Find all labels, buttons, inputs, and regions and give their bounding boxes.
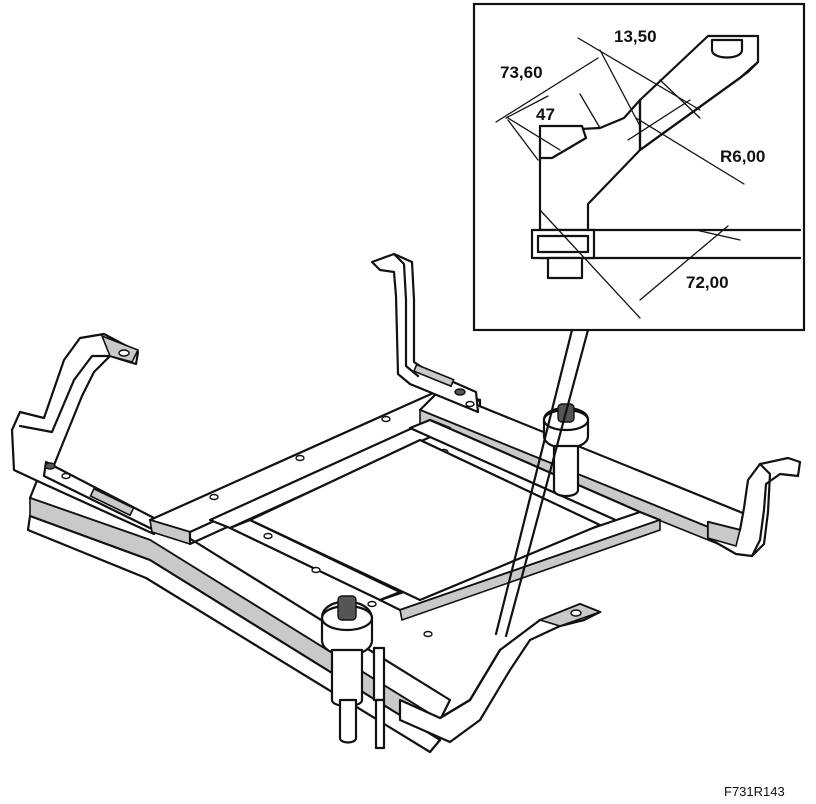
- dimension-label-r6-00: R6,00: [720, 147, 765, 166]
- leader-line: [504, 328, 590, 638]
- dimension-label-13-50: 13,50: [614, 27, 657, 46]
- detail-inset: 13,50 73,60 47 R6,00 72,00: [472, 2, 806, 638]
- right-bracket: [706, 456, 802, 558]
- left-bracket: [10, 332, 156, 536]
- seat-frame: [10, 252, 802, 754]
- leader-line: [494, 328, 574, 636]
- front-right-bracket: [398, 602, 603, 744]
- dimension-lines: [495, 37, 745, 319]
- dimension-label-73-60: 73,60: [500, 63, 543, 82]
- dimension-label-47: 47: [536, 105, 555, 124]
- rear-center-bracket: [370, 252, 480, 414]
- figure-reference: F731R143: [724, 784, 785, 799]
- front-left-knob: [320, 595, 386, 750]
- dimension-label-72-00: 72,00: [686, 273, 729, 292]
- rear-rail: [418, 388, 762, 554]
- inner-frame: [208, 418, 662, 638]
- inset-bracket-profile: [530, 34, 802, 280]
